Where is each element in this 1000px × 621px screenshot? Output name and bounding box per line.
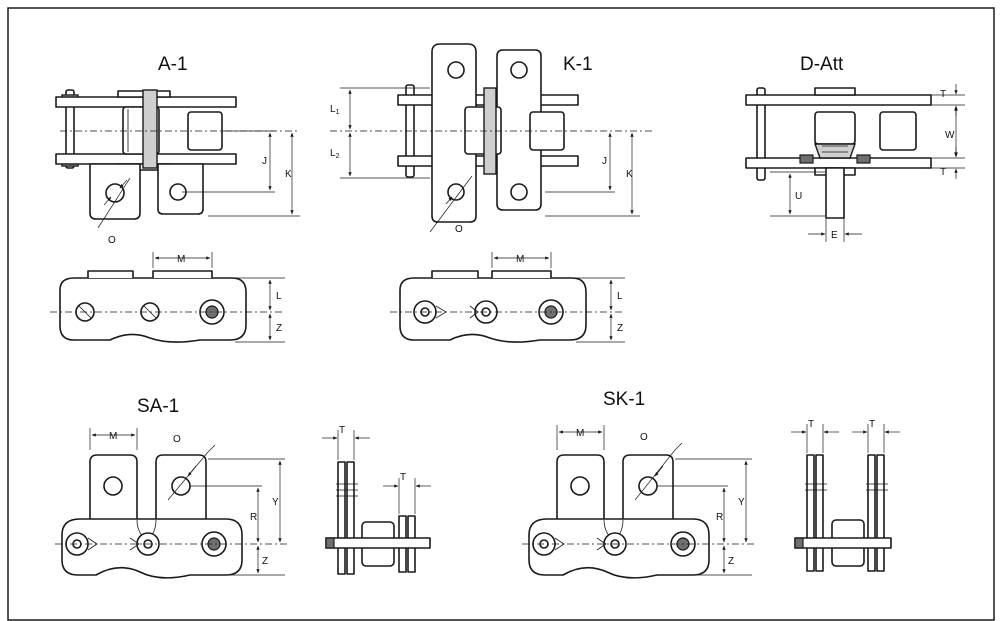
datt-dim-u: U xyxy=(795,191,802,202)
k1-dim-o: O xyxy=(455,224,463,235)
k1-dim-l2: L2 xyxy=(330,148,340,160)
a1-dim-m: M xyxy=(177,254,185,265)
sa1-dim-m: M xyxy=(109,431,117,442)
sa1-title: SA-1 xyxy=(137,396,179,417)
sk1-dim-m: M xyxy=(576,428,584,439)
k1-title: K-1 xyxy=(563,54,593,75)
datt-view: D-Att T T W U E xyxy=(745,54,965,242)
sa1-side-view: SA-1 M O Y R Z xyxy=(55,396,290,579)
datt-dim-t-bottom: T xyxy=(940,167,946,178)
sk1-dim-z: Z xyxy=(728,556,734,567)
k1-dim-z: Z xyxy=(617,323,623,334)
sa1-end-view: T T xyxy=(322,425,431,575)
diagram-border xyxy=(7,7,995,621)
datt-dim-t-top: T xyxy=(940,89,946,100)
a1-side-view: M L Z xyxy=(50,252,285,343)
sk1-end-dim-t-right: T xyxy=(869,419,875,430)
sa1-dim-z: Z xyxy=(262,556,268,567)
sk1-end-view: T T xyxy=(791,419,900,572)
sk1-end-dim-t-left: T xyxy=(808,419,814,430)
a1-dim-z: Z xyxy=(276,323,282,334)
datt-dim-w: W xyxy=(945,130,955,141)
sa1-dim-y: Y xyxy=(272,497,279,508)
sk1-dim-y: Y xyxy=(738,497,745,508)
a1-title: A-1 xyxy=(158,54,188,75)
a1-dim-l: L xyxy=(276,291,282,302)
a1-top-view: A-1 O J K xyxy=(55,54,300,246)
datt-title: D-Att xyxy=(800,54,844,75)
k1-side-view: M L Z xyxy=(390,252,625,343)
sa1-dim-r: R xyxy=(250,512,257,523)
datt-dim-e: E xyxy=(831,230,838,241)
k1-dim-l: L xyxy=(617,291,623,302)
sa1-dim-o: O xyxy=(173,434,181,445)
k1-dim-m: M xyxy=(516,254,524,265)
sa1-end-dim-t-left: T xyxy=(339,425,345,436)
sk1-dim-o: O xyxy=(640,432,648,443)
k1-dim-k: K xyxy=(626,169,633,180)
sk1-side-view: SK-1 M O Y R Z xyxy=(522,389,755,579)
a1-dim-k: K xyxy=(285,169,292,180)
sk1-title: SK-1 xyxy=(603,389,645,410)
k1-dim-j: J xyxy=(602,156,607,167)
k1-top-view: K-1 O L1 L2 J K xyxy=(330,43,655,235)
sk1-dim-r: R xyxy=(716,512,723,523)
a1-dim-o: O xyxy=(108,235,116,246)
sa1-end-dim-t-right: T xyxy=(400,472,406,483)
a1-dim-j: J xyxy=(262,156,267,167)
k1-dim-l1: L1 xyxy=(330,104,340,116)
